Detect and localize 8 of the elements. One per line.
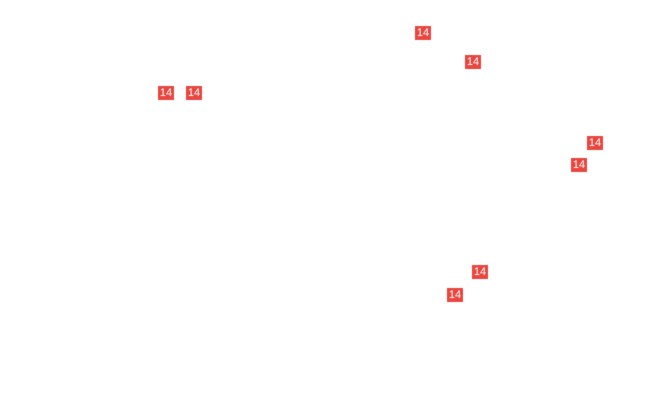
callout-number: 14 bbox=[465, 55, 481, 69]
callout-number: 14 bbox=[587, 136, 603, 150]
callout-number: 14 bbox=[571, 158, 587, 172]
callout-number: 14 bbox=[186, 86, 202, 100]
callout-number: 14 bbox=[472, 265, 488, 279]
callout-number: 14 bbox=[415, 26, 431, 40]
callout-number: 14 bbox=[447, 288, 463, 302]
callout-number: 14 bbox=[158, 86, 174, 100]
